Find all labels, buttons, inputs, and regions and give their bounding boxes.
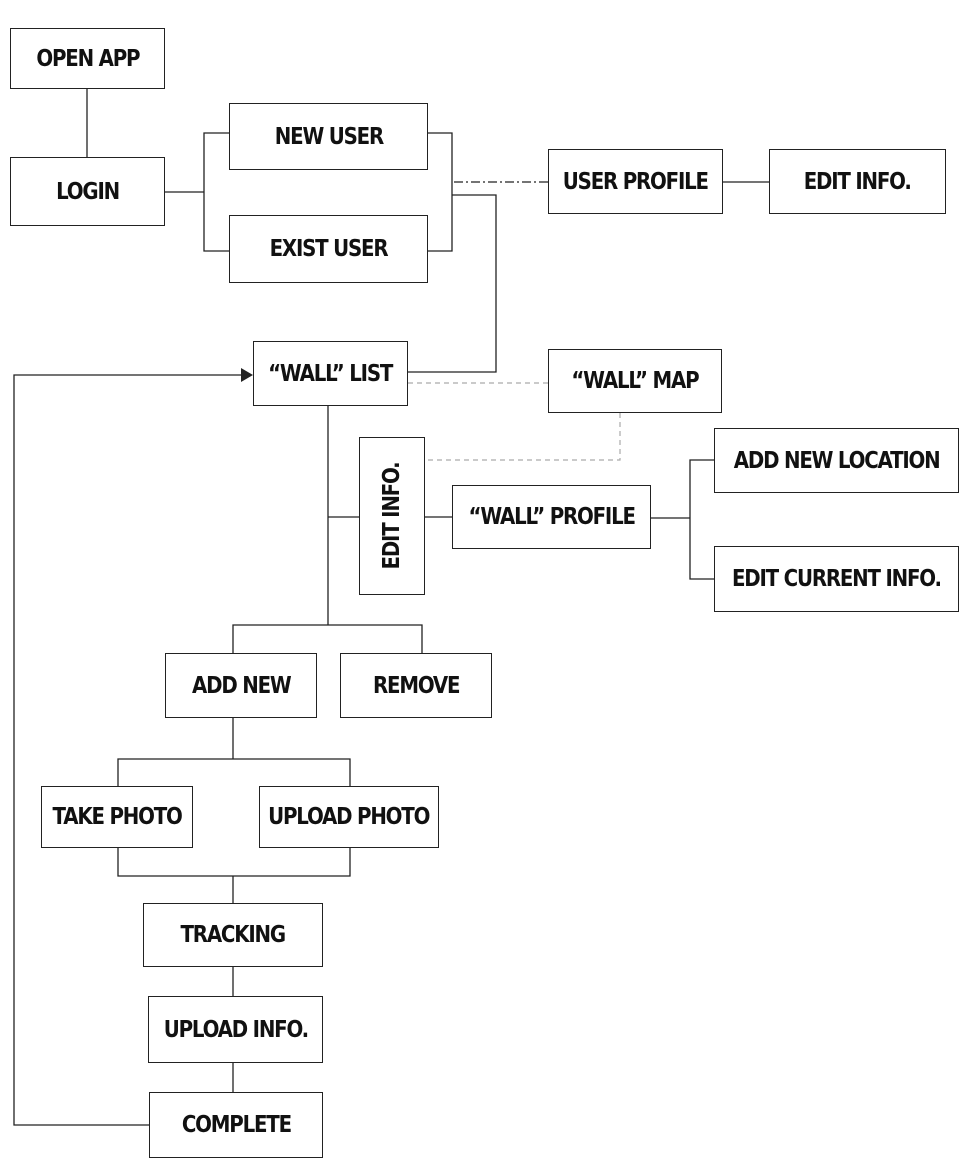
edit-info-user-label: EDIT INFO.: [804, 168, 912, 195]
tracking-box[interactable]: TRACKING: [143, 903, 323, 967]
add-new-label: ADD NEW: [191, 672, 292, 699]
take-photo-box[interactable]: TAKE PHOTO: [41, 786, 193, 848]
bracket-wallprofile: [689, 459, 714, 580]
complete-box[interactable]: COMPLETE: [149, 1092, 323, 1158]
edit-info-user-box[interactable]: EDIT INFO.: [769, 149, 946, 214]
bracket-users-right: [428, 132, 453, 252]
connector-loop-back: [13, 374, 242, 1126]
upload-info-box[interactable]: UPLOAD INFO.: [148, 996, 323, 1063]
arrowhead-walllist: [241, 368, 253, 382]
remove-label: REMOVE: [372, 672, 461, 699]
edit-current-info-label: EDIT CURRENT INFO.: [732, 566, 942, 592]
edit-info-wall-label: EDIT INFO.: [379, 462, 405, 570]
wall-list-label: “WALL” LIST: [268, 360, 393, 387]
tracking-label: TRACKING: [180, 922, 287, 948]
bracket-users-left: [203, 132, 229, 252]
add-new-box[interactable]: ADD NEW: [165, 653, 317, 718]
user-profile-label: USER PROFILE: [562, 168, 709, 195]
upload-photo-label: UPLOAD PHOTO: [268, 804, 430, 830]
connector-users-walllist: [408, 194, 497, 373]
bracket-addnew-remove: [232, 624, 423, 653]
login-box[interactable]: LOGIN: [10, 157, 165, 226]
wall-map-label: “WALL” MAP: [571, 368, 699, 394]
wall-profile-box[interactable]: “WALL” PROFILE: [452, 485, 651, 549]
take-photo-label: TAKE PHOTO: [52, 804, 182, 830]
user-profile-box[interactable]: USER PROFILE: [548, 149, 723, 214]
login-label: LOGIN: [56, 178, 120, 205]
exist-user-box[interactable]: EXIST USER: [229, 215, 428, 283]
edit-current-info-box[interactable]: EDIT CURRENT INFO.: [714, 546, 959, 612]
exist-user-label: EXIST USER: [269, 236, 389, 262]
upload-info-label: UPLOAD INFO.: [163, 1016, 308, 1043]
dashed-wallmap-editinfo: [425, 413, 621, 461]
wall-map-box[interactable]: “WALL” MAP: [548, 349, 722, 413]
wall-profile-label: “WALL” PROFILE: [468, 504, 635, 530]
wall-list-box[interactable]: “WALL” LIST: [253, 341, 408, 406]
bracket-photos-bottom: [117, 848, 351, 877]
bracket-photos-top: [117, 758, 351, 786]
add-new-location-label: ADD NEW LOCATION: [733, 447, 941, 474]
open-app-box[interactable]: OPEN APP: [10, 28, 165, 89]
open-app-label: OPEN APP: [36, 45, 140, 72]
new-user-label: NEW USER: [274, 123, 383, 150]
complete-label: COMPLETE: [181, 1112, 291, 1138]
remove-box[interactable]: REMOVE: [340, 653, 492, 718]
add-new-location-box[interactable]: ADD NEW LOCATION: [714, 428, 959, 493]
new-user-box[interactable]: NEW USER: [229, 103, 428, 170]
upload-photo-box[interactable]: UPLOAD PHOTO: [259, 786, 439, 848]
edit-info-wall-box[interactable]: EDIT INFO.: [359, 437, 425, 595]
